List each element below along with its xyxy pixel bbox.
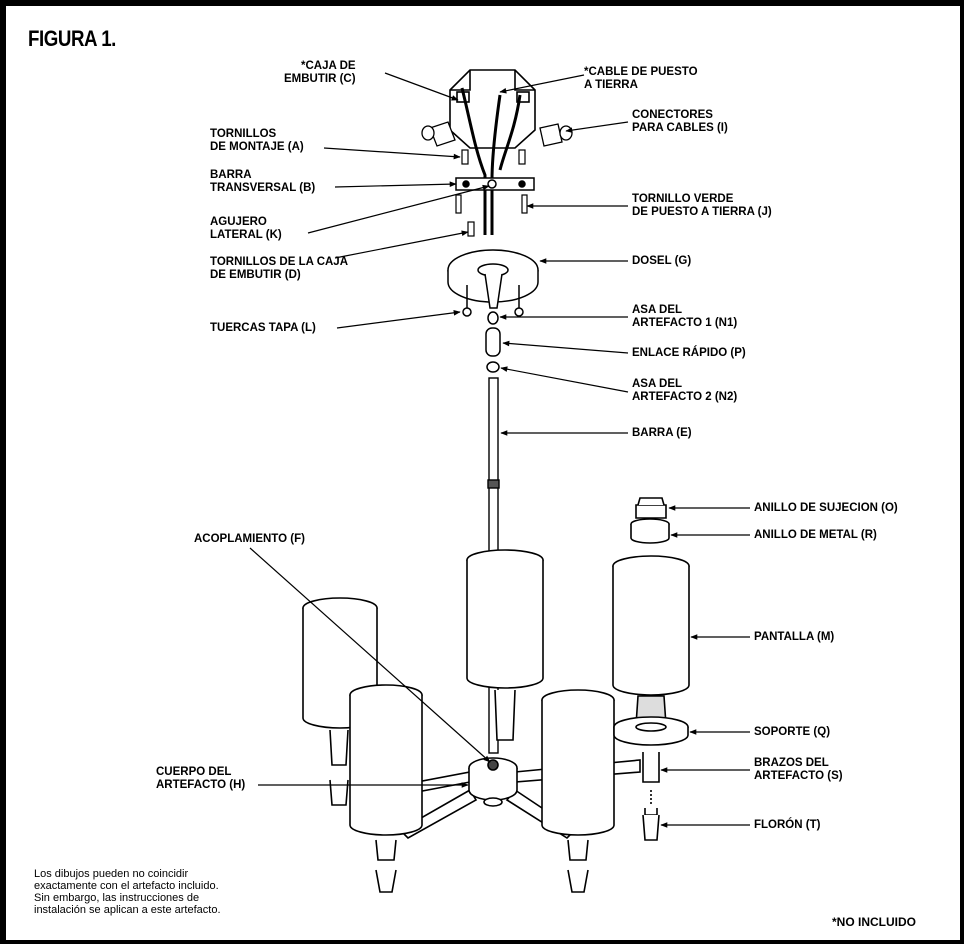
junction-box (449, 69, 536, 149)
label-finial: FLORÓN (T) (754, 819, 821, 831)
label-mounting-screws: TORNILLOS DE MONTAJE (A) (210, 128, 304, 153)
label-fixture-loop-1: ASA DEL ARTEFACTO 1 (N1) (632, 304, 738, 329)
label-ground-screw: TORNILLO VERDE DE PUESTO A TIERRA (J) (632, 193, 772, 218)
lamp-back-center (466, 549, 544, 741)
label-metal-ring: ANILLO DE METAL (R) (754, 529, 877, 541)
label-quick-link: ENLACE RÁPIDO (P) (632, 347, 746, 359)
label-fixture-body: CUERPO DEL ARTEFACTO (H) (156, 766, 246, 791)
exploded-lamp (612, 497, 690, 841)
leader-lines (249, 72, 750, 828)
label-retaining-ring: ANILLO DE SUJECION (O) (754, 502, 898, 514)
label-fixture-arms: BRAZOS DEL ARTEFACTO (S) (754, 757, 843, 782)
label-ground-wire: *CABLE DE PUESTO A TIERRA (584, 66, 698, 91)
label-crossbar: BARRA TRANSVERSAL (B) (210, 169, 316, 194)
figure-title: FIGURA 1. (28, 26, 116, 51)
label-fixture-loop-2: ASA DEL ARTEFACTO 2 (N2) (632, 378, 738, 403)
canopy (447, 249, 539, 317)
wire-connectors (421, 121, 573, 147)
disclaimer-note: Los dibujos pueden no coincidir exactame… (34, 868, 314, 916)
box-screw (467, 221, 475, 237)
crossbar (455, 177, 535, 191)
note-line: exactamente con el artefacto incluido. (34, 880, 219, 892)
label-cap-nuts: TUERCAS TAPA (L) (210, 322, 316, 334)
note-line: instalación se aplican a este artefacto. (34, 904, 221, 916)
label-junction-box: *CAJA DE EMBUTIR (C) (284, 60, 356, 85)
fixture-loops-and-link (485, 311, 501, 373)
not-included-note: *NO INCLUIDO (832, 915, 916, 929)
lamp-front-left (349, 684, 423, 893)
label-box-screws: TORNILLOS DE LA CAJA DE EMBUTIR (D) (210, 256, 349, 281)
label-wire-connectors: CONECTORES PARA CABLES (I) (632, 109, 728, 134)
note-line: Sin embargo, las instrucciones de (34, 892, 200, 904)
lamp-front-right (541, 689, 615, 893)
label-side-hole: AGUJERO LATERAL (K) (210, 216, 282, 241)
label-canopy: DOSEL (G) (632, 255, 692, 267)
label-rod: BARRA (E) (632, 427, 692, 439)
label-coupling: ACOPLAMIENTO (F) (194, 533, 305, 545)
note-line: Los dibujos pueden no coincidir (34, 868, 189, 880)
label-holder: SOPORTE (Q) (754, 726, 831, 738)
label-shade: PANTALLA (M) (754, 631, 835, 643)
mounting-screws (455, 149, 528, 214)
